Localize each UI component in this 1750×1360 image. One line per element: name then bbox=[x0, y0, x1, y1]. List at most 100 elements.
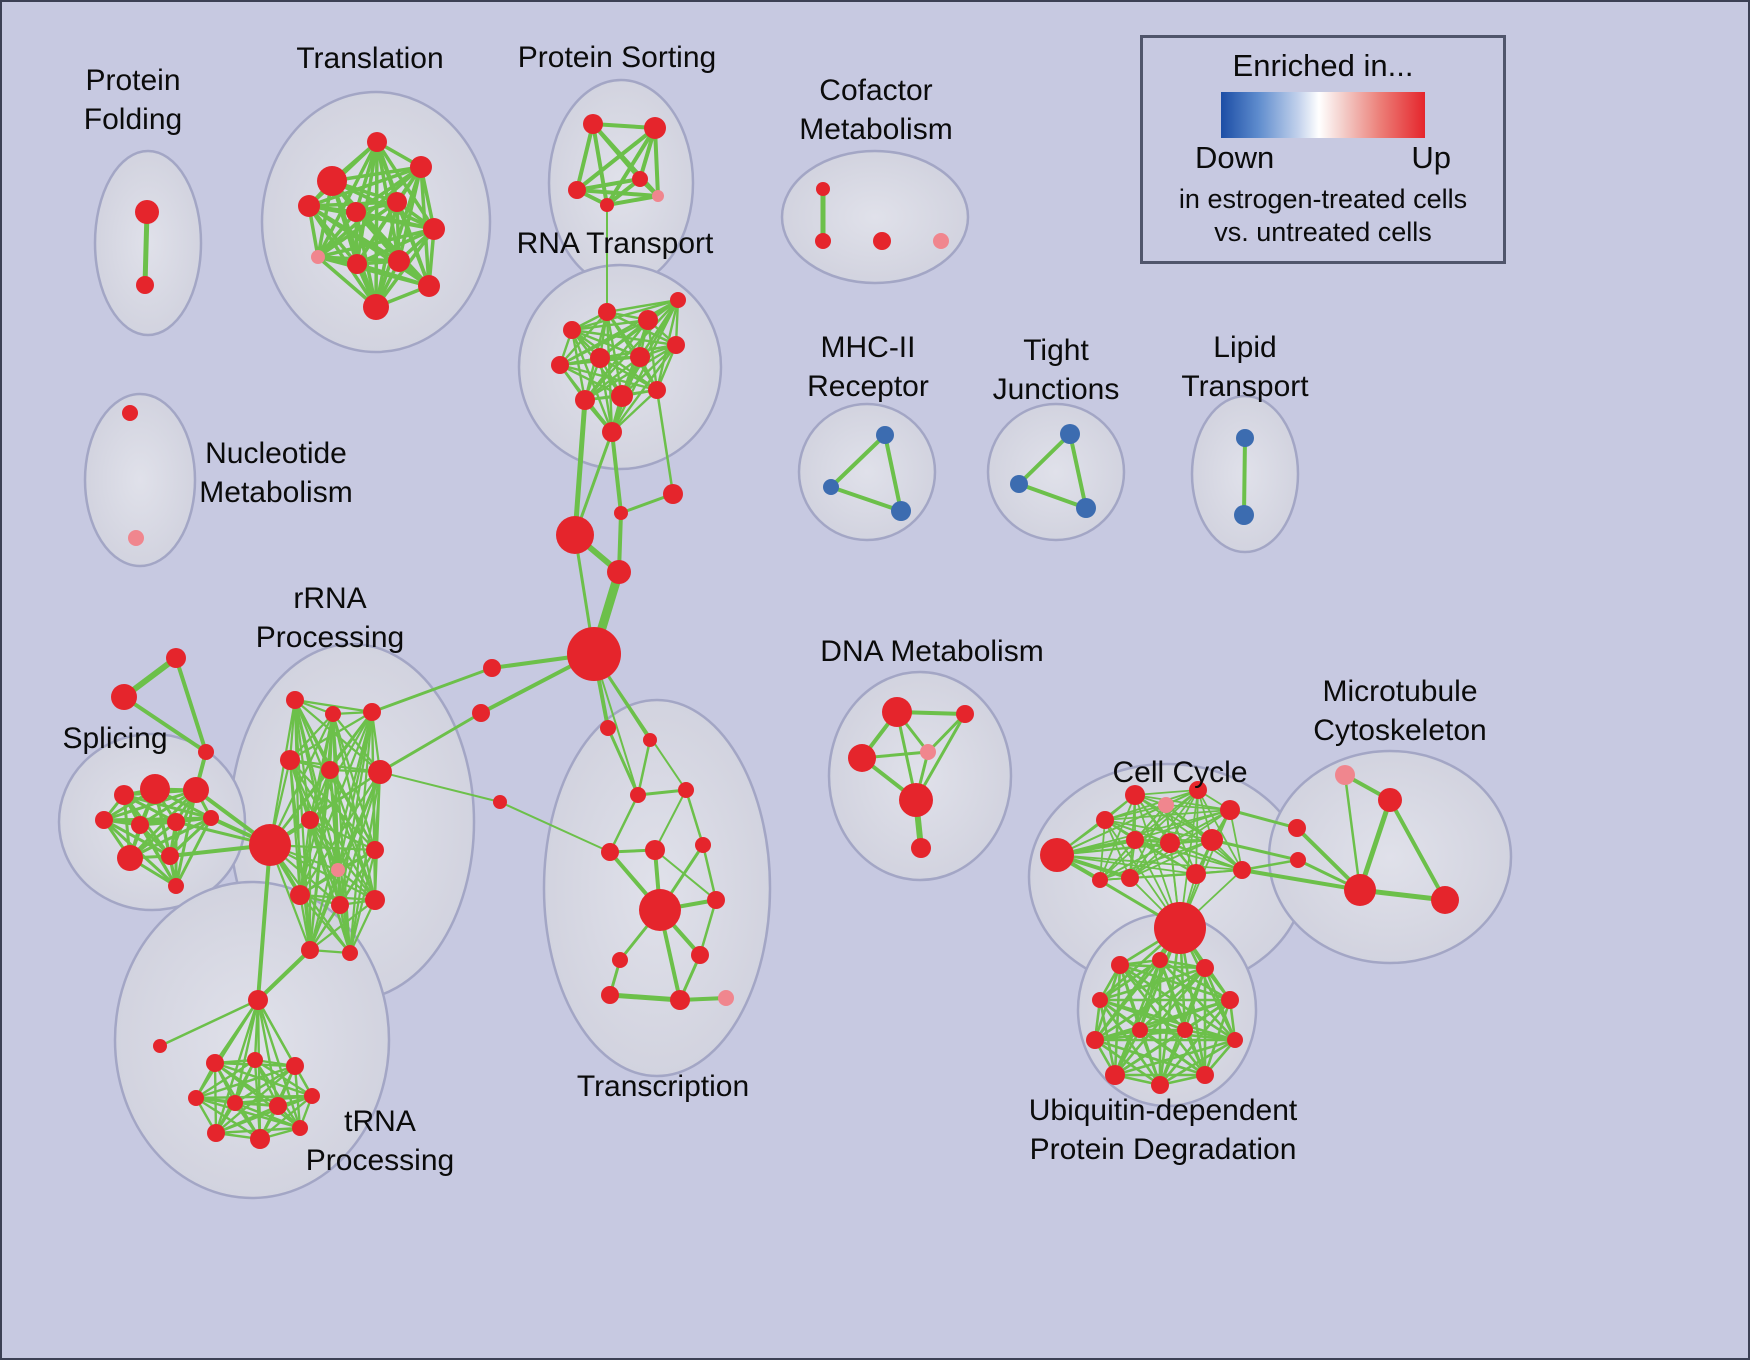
node-tc2[interactable] bbox=[643, 733, 657, 747]
node-sp10[interactable] bbox=[168, 878, 184, 894]
node-s2[interactable] bbox=[614, 506, 628, 520]
node-r1[interactable] bbox=[563, 321, 581, 339]
node-ps2[interactable] bbox=[644, 117, 666, 139]
node-tj1[interactable] bbox=[1060, 424, 1080, 444]
node-rr3[interactable] bbox=[363, 703, 381, 721]
node-c12[interactable] bbox=[1233, 861, 1251, 879]
node-c13[interactable] bbox=[1092, 872, 1108, 888]
node-tc12[interactable] bbox=[601, 986, 619, 1004]
node-trl[interactable] bbox=[153, 1039, 167, 1053]
node-d4[interactable] bbox=[920, 744, 936, 760]
node-hub[interactable] bbox=[567, 627, 621, 681]
node-lt1[interactable] bbox=[1236, 429, 1254, 447]
node-tr7[interactable] bbox=[304, 1088, 320, 1104]
node-c1[interactable] bbox=[1040, 838, 1074, 872]
node-rr12[interactable] bbox=[331, 896, 349, 914]
node-t12[interactable] bbox=[363, 294, 389, 320]
node-tr8[interactable] bbox=[207, 1124, 225, 1142]
node-t5[interactable] bbox=[346, 202, 366, 222]
node-c10[interactable] bbox=[1121, 869, 1139, 887]
node-t2[interactable] bbox=[367, 132, 387, 152]
node-tj2[interactable] bbox=[1010, 475, 1028, 493]
node-c9[interactable] bbox=[1201, 829, 1223, 851]
node-t1[interactable] bbox=[317, 166, 347, 196]
node-mh1[interactable] bbox=[876, 426, 894, 444]
node-mh3[interactable] bbox=[891, 501, 911, 521]
node-pf1[interactable] bbox=[135, 200, 159, 224]
node-tc9[interactable] bbox=[707, 891, 725, 909]
node-u10[interactable] bbox=[1196, 1066, 1214, 1084]
node-m3[interactable] bbox=[493, 795, 507, 809]
node-mh2[interactable] bbox=[823, 479, 839, 495]
node-lt2[interactable] bbox=[1234, 505, 1254, 525]
node-tc5[interactable] bbox=[601, 843, 619, 861]
node-r9[interactable] bbox=[575, 390, 595, 410]
node-sp7[interactable] bbox=[203, 810, 219, 826]
node-u6[interactable] bbox=[1086, 1031, 1104, 1049]
node-rr13[interactable] bbox=[365, 890, 385, 910]
node-cm1[interactable] bbox=[816, 182, 830, 196]
node-r7[interactable] bbox=[630, 347, 650, 367]
node-t4[interactable] bbox=[298, 195, 320, 217]
node-u4[interactable] bbox=[1092, 992, 1108, 1008]
node-rr8[interactable] bbox=[301, 811, 319, 829]
node-d5[interactable] bbox=[899, 783, 933, 817]
node-u8[interactable] bbox=[1105, 1065, 1125, 1085]
node-u2[interactable] bbox=[1152, 952, 1168, 968]
node-rr1[interactable] bbox=[286, 691, 304, 709]
node-ps5[interactable] bbox=[600, 198, 614, 212]
node-mt5[interactable] bbox=[1344, 874, 1376, 906]
node-tr2[interactable] bbox=[247, 1052, 263, 1068]
node-mt4[interactable] bbox=[1290, 852, 1306, 868]
node-cm3[interactable] bbox=[873, 232, 891, 250]
node-tr4[interactable] bbox=[188, 1090, 204, 1106]
node-sp3[interactable] bbox=[114, 785, 134, 805]
node-rr9[interactable] bbox=[331, 863, 345, 877]
node-pf2[interactable] bbox=[136, 276, 154, 294]
node-r3[interactable] bbox=[638, 310, 658, 330]
node-sp6[interactable] bbox=[167, 813, 185, 831]
node-tc1[interactable] bbox=[600, 720, 616, 736]
node-r10[interactable] bbox=[611, 385, 633, 407]
node-d1[interactable] bbox=[882, 697, 912, 727]
node-tc10[interactable] bbox=[612, 952, 628, 968]
node-cbig[interactable] bbox=[1154, 902, 1206, 954]
node-tc3[interactable] bbox=[630, 787, 646, 803]
node-cm2[interactable] bbox=[815, 233, 831, 249]
node-ps4[interactable] bbox=[632, 171, 648, 187]
node-rr14[interactable] bbox=[301, 941, 319, 959]
node-tr6[interactable] bbox=[269, 1097, 287, 1115]
node-tr5[interactable] bbox=[227, 1095, 243, 1111]
node-rr4[interactable] bbox=[280, 750, 300, 770]
node-t8[interactable] bbox=[311, 250, 325, 264]
node-tc6[interactable] bbox=[645, 840, 665, 860]
node-t11[interactable] bbox=[418, 275, 440, 297]
node-ps6[interactable] bbox=[652, 190, 664, 202]
node-t6[interactable] bbox=[387, 192, 407, 212]
node-sp1[interactable] bbox=[140, 774, 170, 804]
node-c2[interactable] bbox=[1096, 811, 1114, 829]
node-tr3[interactable] bbox=[286, 1057, 304, 1075]
node-r12[interactable] bbox=[602, 422, 622, 442]
node-c8[interactable] bbox=[1160, 833, 1180, 853]
node-tc13[interactable] bbox=[670, 990, 690, 1010]
node-tr10[interactable] bbox=[292, 1120, 308, 1136]
node-tr9[interactable] bbox=[250, 1129, 270, 1149]
node-tc11[interactable] bbox=[691, 946, 709, 964]
node-u1[interactable] bbox=[1111, 956, 1129, 974]
node-u7[interactable] bbox=[1227, 1032, 1243, 1048]
node-u9[interactable] bbox=[1151, 1076, 1169, 1094]
node-tc7[interactable] bbox=[695, 837, 711, 853]
node-d3[interactable] bbox=[848, 744, 876, 772]
node-tr1[interactable] bbox=[206, 1054, 224, 1072]
node-rr2[interactable] bbox=[325, 706, 341, 722]
node-mt1[interactable] bbox=[1335, 765, 1355, 785]
node-x3[interactable] bbox=[198, 744, 214, 760]
node-t7[interactable] bbox=[423, 218, 445, 240]
node-sp9[interactable] bbox=[161, 847, 179, 865]
node-c11[interactable] bbox=[1186, 864, 1206, 884]
node-r4[interactable] bbox=[670, 292, 686, 308]
node-t10[interactable] bbox=[388, 250, 410, 272]
node-x2[interactable] bbox=[111, 684, 137, 710]
node-c7[interactable] bbox=[1126, 831, 1144, 849]
